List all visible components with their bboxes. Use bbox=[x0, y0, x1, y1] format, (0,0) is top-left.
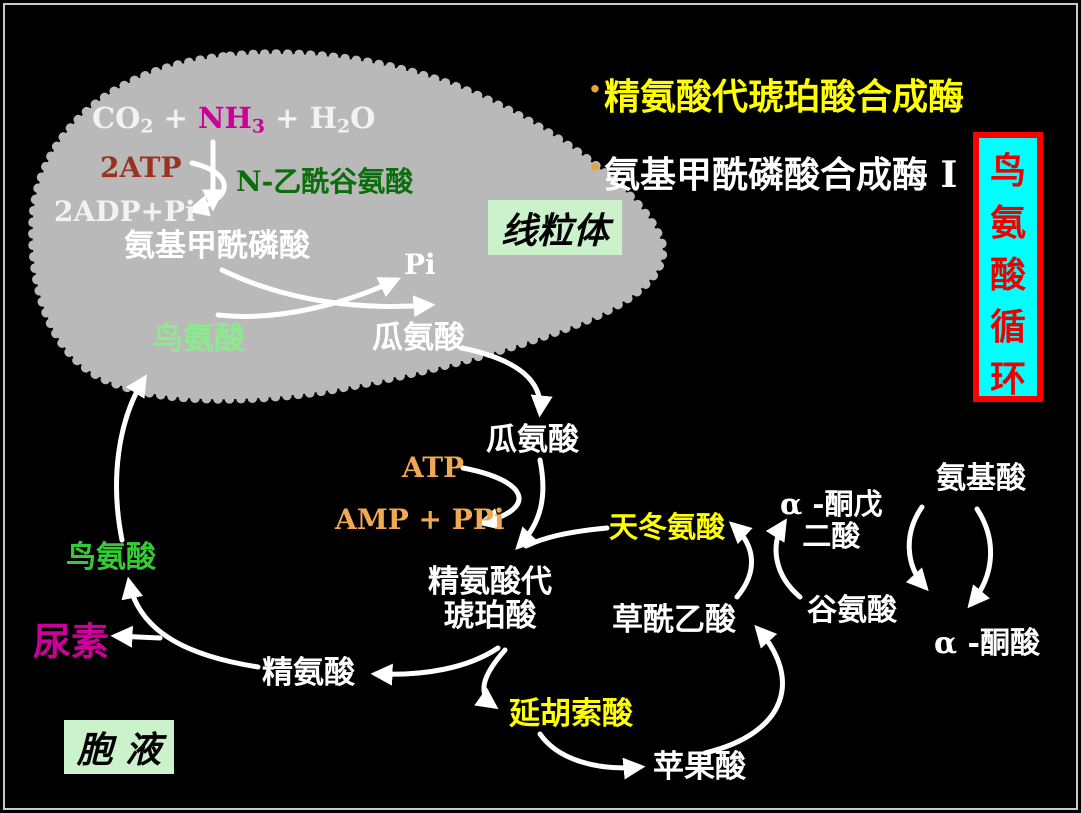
label-malate: 苹果酸 bbox=[653, 749, 746, 785]
label-n-acetylglutamate: N-乙酰谷氨酸 bbox=[236, 165, 414, 198]
cycle-title-char: 环 bbox=[989, 358, 1026, 400]
label-amp-ppi: AMP + PPi bbox=[335, 503, 505, 536]
line-aspartate-join bbox=[523, 525, 610, 549]
label-urea: 尿素 bbox=[33, 619, 110, 664]
arrow-arginine-to-ornithine bbox=[121, 576, 261, 670]
arrow-malate-to-oxaloacetate bbox=[702, 624, 785, 756]
label-2atp: 2ATP bbox=[100, 151, 182, 184]
mitochondrion-shape bbox=[28, 49, 668, 404]
label-citrulline-mito: 瓜氨酸 bbox=[372, 320, 465, 356]
arrow-citrulline-to-argininosuccinate bbox=[515, 457, 546, 550]
label-argininosuccinate: 精氨酸代 琥珀酸 bbox=[428, 564, 552, 635]
label-alpha-ketoglutarate: α -酮戊 二酸 bbox=[780, 487, 883, 553]
arrow-citrulline-export bbox=[459, 345, 553, 418]
arrow-ornithine-to-pi bbox=[215, 277, 401, 319]
arrow-fumarate-to-malate bbox=[537, 731, 646, 780]
co2-label: CO2 bbox=[92, 101, 154, 138]
cycle-title-box: 鸟 氨 酸 循 环 bbox=[973, 132, 1043, 402]
h2o-label: H2O bbox=[309, 101, 376, 138]
arrow-carbamoyl-to-citrulline bbox=[219, 267, 436, 318]
bullet-icon: · bbox=[588, 66, 602, 113]
label-alpha-keto-acid: α -酮酸 bbox=[934, 626, 1040, 661]
arrow-ornithine-import bbox=[114, 374, 147, 543]
arrow-aminoacid-to-glutamate bbox=[905, 504, 929, 592]
enzyme-1-label: 精氨酸代琥珀酸合成酶 bbox=[603, 76, 964, 118]
arrow-argininosuccinate-to-fumarate bbox=[474, 647, 508, 710]
label-amino-acid: 氨基酸 bbox=[936, 461, 1026, 496]
label-aspartate: 天冬氨酸 bbox=[609, 510, 726, 544]
cycle-title-char: 氨 bbox=[989, 202, 1026, 244]
bullet-icon: · bbox=[588, 144, 602, 191]
arrow-2atp-to-2adp bbox=[186, 160, 227, 217]
mitochondrion-label: 线粒体 bbox=[488, 200, 622, 255]
arrow-to-urea bbox=[110, 625, 163, 648]
arrow-atp-to-amp bbox=[460, 465, 522, 530]
label-citrulline-cytosol: 瓜氨酸 bbox=[486, 422, 579, 458]
cycle-title-char: 鸟 bbox=[989, 150, 1026, 192]
cytosol-label: 胞 液 bbox=[64, 720, 174, 774]
nh3-label: NH3 bbox=[198, 101, 266, 138]
label-pi: Pi bbox=[404, 248, 436, 281]
arrow-glutamate-to-ketoglutarate bbox=[765, 518, 803, 600]
reaction-inputs: CO2 + NH3 + H2O bbox=[92, 101, 376, 138]
label-fumarate: 延胡索酸 bbox=[509, 696, 633, 732]
label-atp: ATP bbox=[402, 451, 465, 484]
label-carbamoyl-phosphate: 氨基甲酰磷酸 bbox=[124, 228, 310, 264]
enzyme-2-label: 氨基甲酰磷酸合成酶 I bbox=[603, 154, 958, 196]
enzyme-item-1: ·精氨酸代琥珀酸合成酶 bbox=[588, 66, 964, 120]
cycle-title-char: 循 bbox=[989, 306, 1026, 348]
cycle-title-char: 酸 bbox=[989, 254, 1026, 296]
label-ornithine-mito: 鸟氨酸 bbox=[152, 321, 245, 357]
label-2adp-pi: 2ADP+Pi bbox=[54, 195, 196, 228]
arrow-oxaloacetate-to-aspartate bbox=[728, 521, 754, 600]
enzyme-item-2: ·氨基甲酰磷酸合成酶 I bbox=[588, 144, 957, 198]
label-arginine: 精氨酸 bbox=[262, 655, 355, 691]
label-glutamate: 谷氨酸 bbox=[807, 593, 897, 628]
label-ornithine-cytosol: 鸟氨酸 bbox=[66, 540, 156, 575]
arrow-aminoacid-to-ketoacid bbox=[967, 506, 994, 609]
arrow-argininosuccinate-to-arginine bbox=[370, 645, 501, 686]
label-oxaloacetate: 草酰乙酸 bbox=[612, 602, 736, 638]
